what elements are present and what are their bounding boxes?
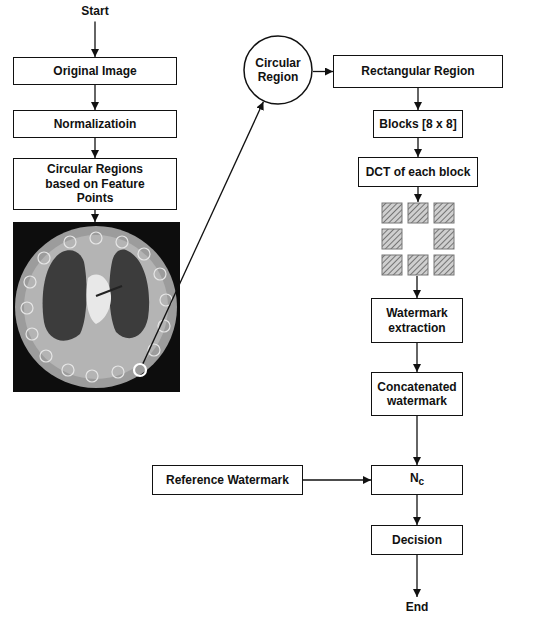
feature-circles bbox=[21, 232, 172, 382]
flow-arrow bbox=[416, 416, 417, 465]
node-text: Nc bbox=[410, 471, 424, 488]
process-box: Original Image bbox=[13, 57, 177, 85]
node-text: Rectangular Region bbox=[361, 64, 474, 78]
process-box: Watermark extraction bbox=[371, 298, 463, 343]
end-label: End bbox=[406, 600, 429, 614]
left-lung bbox=[43, 250, 87, 341]
flow-arrow bbox=[94, 210, 95, 222]
start-label: Start bbox=[81, 4, 108, 18]
airway bbox=[96, 286, 122, 296]
flow-arrow bbox=[313, 71, 333, 72]
flow-arrow bbox=[416, 276, 417, 298]
process-box: Blocks [8 x 8] bbox=[373, 110, 463, 138]
node-text: Watermark extraction bbox=[376, 306, 458, 335]
flow-arrow bbox=[143, 102, 263, 364]
region-circle: Circular Region bbox=[243, 35, 313, 105]
selected-circle bbox=[134, 364, 146, 376]
image-background bbox=[13, 222, 180, 392]
process-box: Nc bbox=[371, 465, 463, 495]
process-box: Reference Watermark bbox=[152, 465, 303, 495]
body-outline bbox=[15, 226, 177, 388]
flow-arrow bbox=[416, 495, 417, 525]
process-box: Circular Regions based on Feature Points bbox=[13, 158, 177, 210]
flow-arrow bbox=[417, 187, 418, 202]
process-box: Rectangular Region bbox=[333, 55, 503, 88]
node-text: Original Image bbox=[53, 64, 136, 78]
process-box: DCT of each block bbox=[358, 157, 478, 187]
flow-arrow bbox=[94, 21, 95, 57]
mediastinum bbox=[86, 274, 111, 324]
node-text: Blocks [8 x 8] bbox=[379, 117, 456, 131]
flow-arrow bbox=[416, 555, 417, 597]
node-text: Concatenated watermark bbox=[376, 380, 458, 409]
process-box: Normalizatioin bbox=[13, 110, 177, 138]
node-text: Circular Regions based on Feature Points bbox=[38, 162, 152, 205]
dct-blocks bbox=[382, 203, 454, 275]
flow-arrow bbox=[94, 85, 95, 110]
flow-arrow bbox=[303, 479, 371, 480]
flow-arrow bbox=[417, 88, 418, 110]
flow-arrow bbox=[94, 138, 95, 158]
right-lung bbox=[109, 250, 149, 339]
node-text: Decision bbox=[392, 533, 442, 547]
ct-image bbox=[13, 222, 180, 392]
flow-arrow bbox=[416, 343, 417, 372]
process-box: Concatenated watermark bbox=[371, 372, 463, 416]
node-text: DCT of each block bbox=[366, 165, 471, 179]
flow-arrow bbox=[417, 138, 418, 157]
node-text: Normalizatioin bbox=[54, 117, 137, 131]
decision-box: Decision bbox=[371, 525, 463, 555]
node-text: Circular Region bbox=[249, 56, 307, 85]
node-text: Reference Watermark bbox=[166, 473, 289, 487]
